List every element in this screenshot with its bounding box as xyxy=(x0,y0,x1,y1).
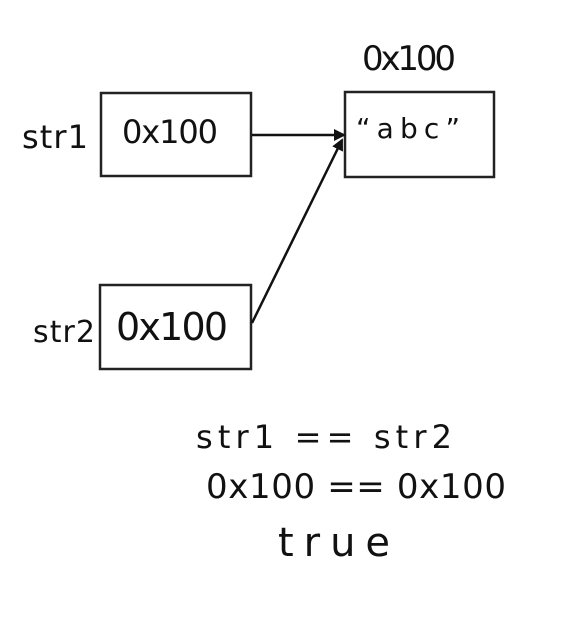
str1-value: 0x100 xyxy=(122,113,218,151)
str2-label: str2 xyxy=(33,315,95,350)
address-comparison: 0x100 == 0x100 xyxy=(206,467,506,507)
comparison-expression: str1 == str2 xyxy=(196,418,452,456)
result-text: true xyxy=(278,520,390,566)
str2-value: 0x100 xyxy=(116,305,228,349)
heap-value: “abc” xyxy=(356,112,460,145)
heap-address-label: 0x100 xyxy=(362,39,456,79)
str1-label: str1 xyxy=(22,118,88,156)
str2-box xyxy=(98,283,253,371)
str1-box xyxy=(99,91,253,178)
str2-reference-arrow xyxy=(250,138,344,324)
